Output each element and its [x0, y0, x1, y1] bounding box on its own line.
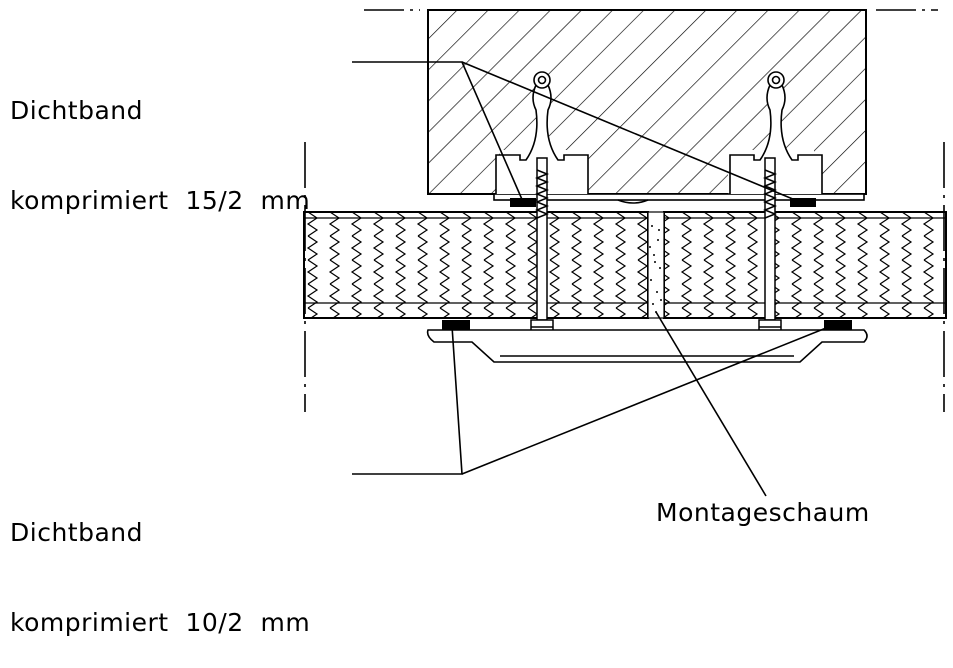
anchor-channel-left: [495, 71, 589, 194]
support-rail: [493, 193, 865, 204]
sandwich-panel-left: [303, 211, 649, 319]
sandwich-panel-right: [663, 211, 947, 319]
cover-profile: [426, 329, 868, 363]
construction-detail-drawing: [303, 9, 947, 497]
anchor-channel-right: [729, 71, 823, 194]
label-sealing-tape-10-2: Dichtband komprimiert 10/2 mm: [10, 458, 310, 668]
label-line-2: komprimiert 15/2 mm: [10, 186, 311, 215]
label-line-1: Dichtband: [10, 518, 143, 547]
label-sealing-tape-15-2: Dichtband komprimiert 15/2 mm: [10, 36, 310, 246]
sealing-tape-10-2: [442, 320, 852, 330]
label-line-2: komprimiert 10/2 mm: [10, 608, 311, 637]
label-mounting-foam: Montageschaum: [656, 498, 870, 527]
label-line-1: Dichtband: [10, 96, 143, 125]
leader-lines: [352, 61, 837, 497]
mounting-foam-joint: [647, 211, 665, 319]
